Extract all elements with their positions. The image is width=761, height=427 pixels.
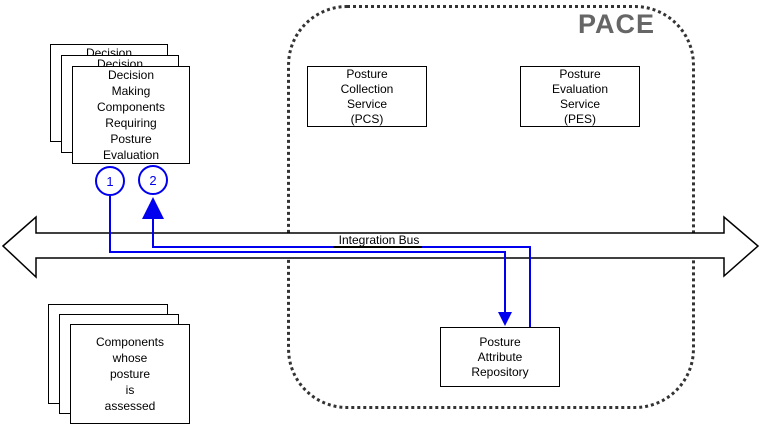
step-1-label: 1 [106,173,114,189]
posture-evaluation-service-box: Posture Evaluation Service (PES) [520,66,640,127]
flow-line-request [109,196,506,313]
step-circle-2: 2 [138,165,168,195]
posture-collection-service-box: Posture Collection Service (PCS) [307,66,427,127]
flow-arrowhead-into-step-2 [142,197,164,219]
pace-label: PACE [578,9,656,39]
pace-boundary [287,5,695,409]
step-2-label: 2 [149,172,157,188]
assessed-stack-front-box: Components whose posture is assessed [70,324,190,424]
integration-bus-label: Integration Bus [338,233,420,247]
flow-arrowhead-into-repository [498,312,512,326]
posture-attribute-repository-box: Posture Attribute Repository [440,327,560,387]
decision-stack-front-box: Decision Making Components Requiring Pos… [72,66,190,164]
step-circle-1: 1 [95,166,125,196]
